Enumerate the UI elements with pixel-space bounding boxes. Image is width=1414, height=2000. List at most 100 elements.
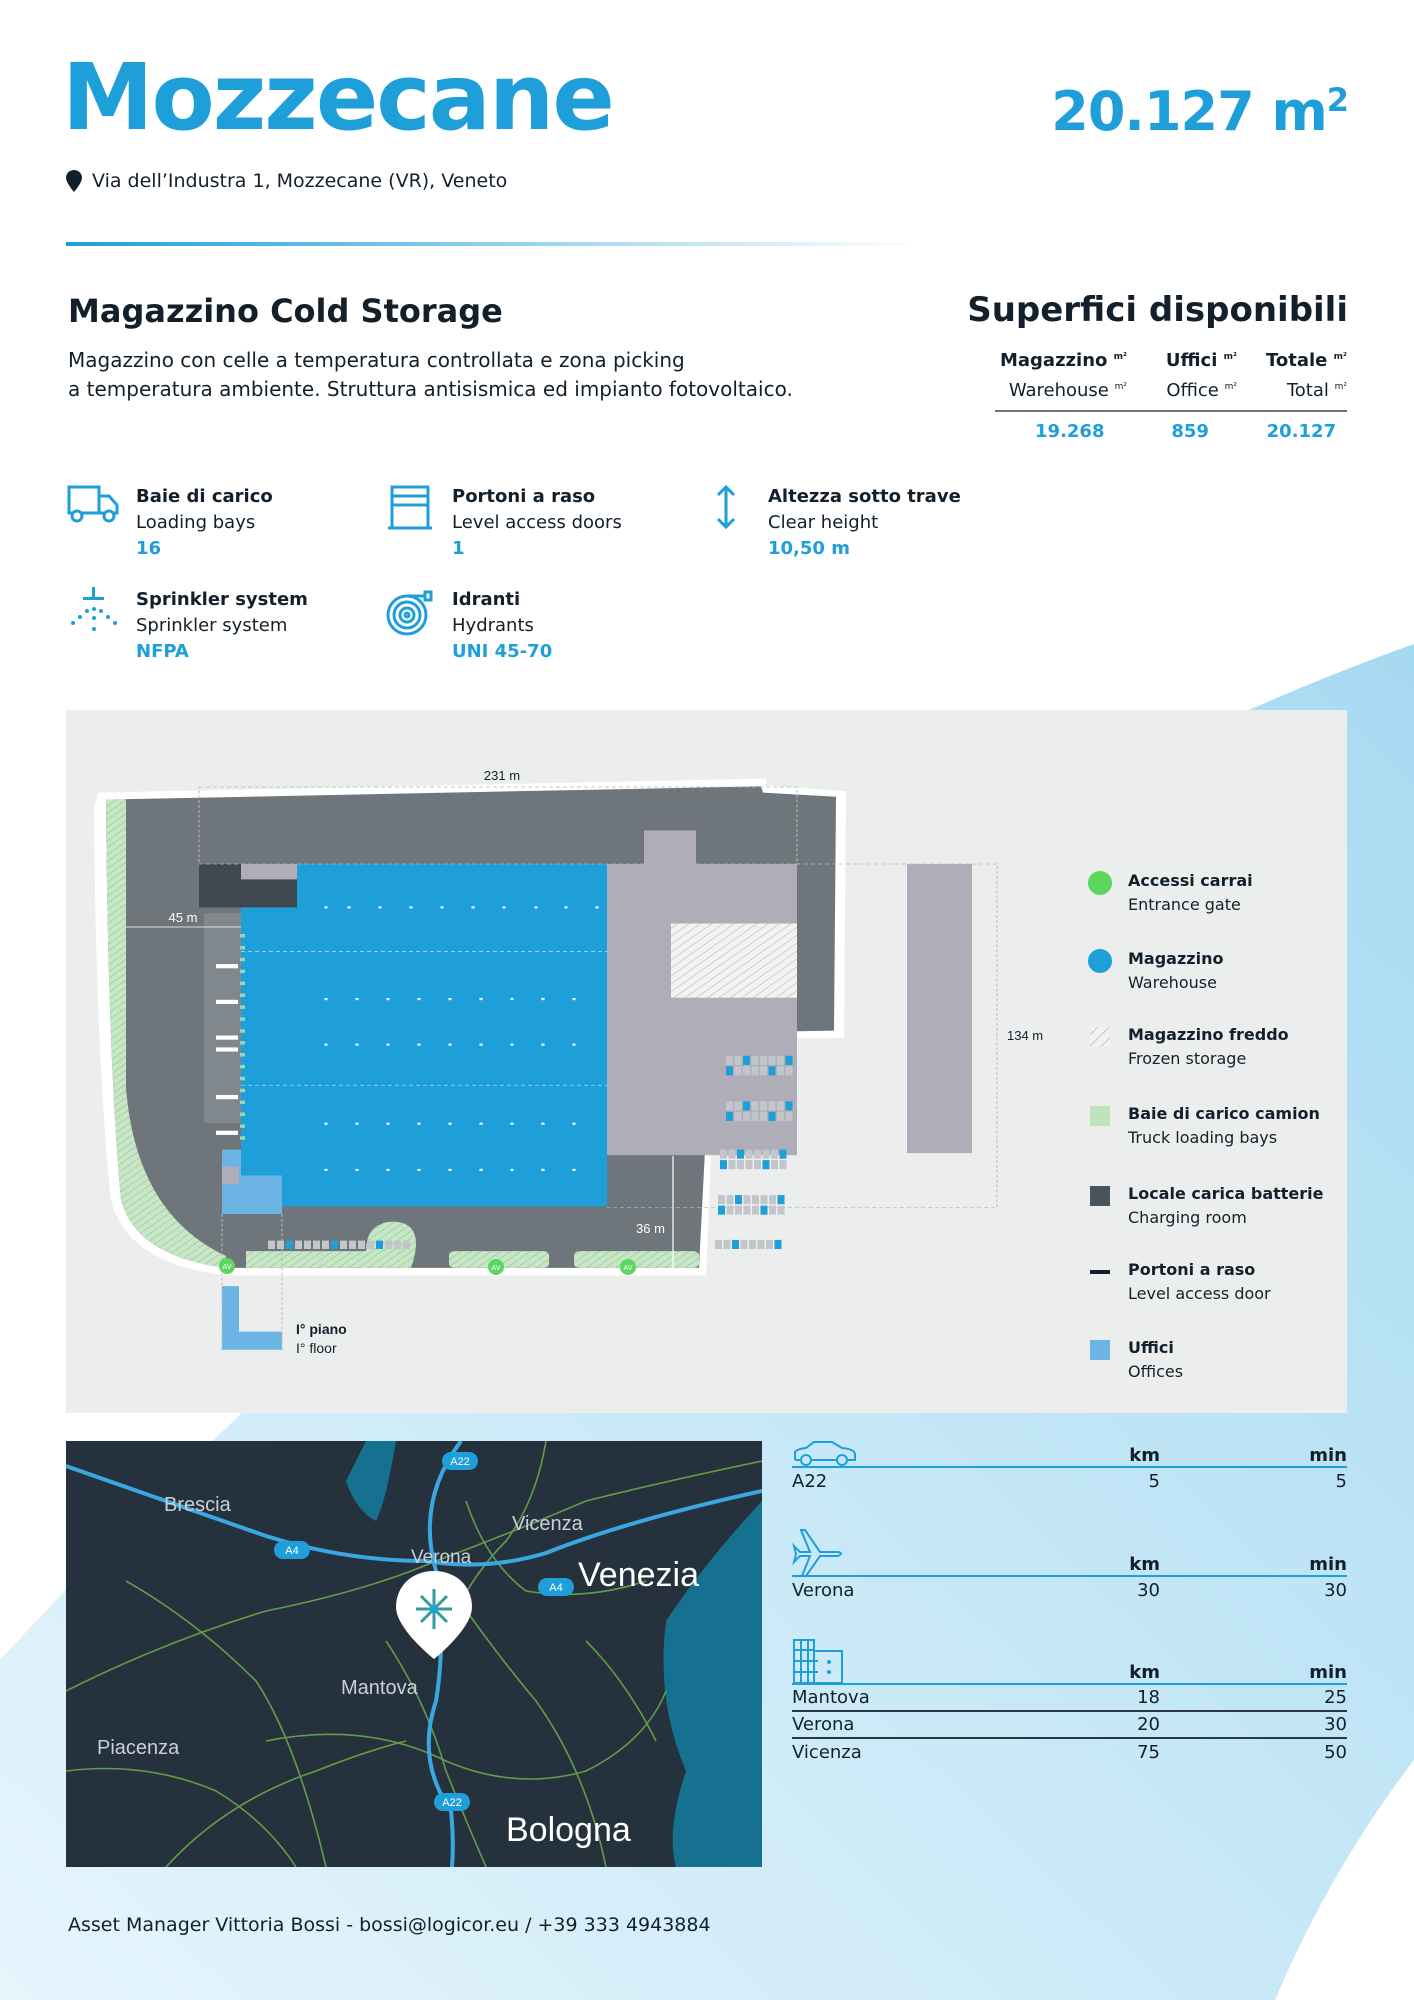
lake [346, 1441, 396, 1521]
parking-space [777, 1055, 784, 1065]
green-area-bottom [246, 1221, 416, 1268]
parking-space [732, 1239, 739, 1249]
feature-value: 1 [452, 538, 465, 559]
rack-dot [448, 1168, 452, 1171]
loading-bay [216, 1130, 238, 1135]
feature-label: Baie di carico [136, 486, 273, 507]
adjacent-building [907, 864, 972, 1154]
parking-space [728, 1160, 736, 1170]
parking-space [743, 1111, 750, 1121]
hydrant-icon [386, 590, 433, 636]
rack-dot [572, 1122, 576, 1125]
site-plan-drawing: 231 m 134 m 45 m 36 m I° piano I° floor … [94, 768, 1043, 1356]
parking-space [743, 1066, 750, 1076]
first-floor-label-en: I° floor [296, 1340, 337, 1356]
road-label: A22 [442, 1797, 462, 1809]
location-pin-icon [66, 170, 82, 192]
dock-door [240, 1064, 245, 1069]
address: Via dell’Industra 1, Mozzecane (VR), Ven… [66, 170, 507, 192]
road-label: A4 [549, 1582, 562, 1594]
first-floor-label: I° piano [296, 1321, 347, 1337]
legend-label: Baie di carico camion [1128, 1104, 1320, 1123]
rack-dot [324, 1043, 328, 1046]
dock-door [240, 945, 245, 950]
parking-space [785, 1101, 793, 1111]
rack-dot [324, 1122, 328, 1125]
green-area-left [106, 798, 226, 1268]
surfaces-table: Magazzino m² Uffici m² Totale m² Warehou… [995, 344, 1347, 445]
rack-dot [324, 998, 328, 1001]
destination: Verona [792, 1714, 855, 1735]
parking-space [760, 1205, 768, 1215]
km-value: 20 [1137, 1714, 1160, 1735]
city-label: Piacenza [97, 1737, 180, 1759]
feature-label: Idranti [452, 589, 521, 610]
rack-dot [386, 1122, 390, 1125]
city-label: Mantova [341, 1677, 419, 1699]
map-drawing: Brescia Vicenza Verona Venezia Mantova P… [66, 1441, 762, 1867]
legend-label-en: Entrance gate [1128, 895, 1241, 914]
rack-dot [324, 906, 328, 909]
parking-space [752, 1205, 759, 1215]
parking-space [277, 1240, 284, 1249]
area-unit-sup: 2 [1326, 81, 1349, 119]
parking-space [304, 1240, 311, 1249]
parking-space [769, 1195, 776, 1205]
parking-space [720, 1149, 727, 1159]
parking-space [777, 1195, 785, 1205]
parking-space [749, 1239, 756, 1249]
rack-dot [479, 1043, 483, 1046]
parking-space [718, 1195, 725, 1205]
address-text: Via dell’Industra 1, Mozzecane (VR), Ven… [92, 170, 508, 192]
rack-dots [324, 906, 599, 1171]
gate-icon [620, 1259, 636, 1275]
loading-bays [216, 934, 245, 1140]
green-area-bottom [574, 1251, 699, 1268]
truck-apron [204, 913, 241, 1123]
city-label: Bologna [506, 1811, 631, 1849]
loading-bay [216, 1047, 238, 1052]
min-value: 25 [1324, 1687, 1347, 1708]
parking-space [723, 1239, 731, 1249]
parking-space [751, 1111, 759, 1121]
parking-space [751, 1066, 759, 1076]
rack-dot [510, 998, 514, 1001]
parking-space [268, 1240, 275, 1249]
parking-space [774, 1239, 782, 1249]
gate-icon [488, 1259, 504, 1275]
hatch-swatch-icon [1090, 1027, 1110, 1047]
min-value: 50 [1324, 1742, 1347, 1763]
legend-label: Accessi carrai [1128, 871, 1253, 890]
destination: Mantova [792, 1687, 870, 1708]
parking-space [777, 1101, 784, 1111]
swatch-icon [1090, 1106, 1110, 1126]
plan-shapes [94, 778, 998, 1350]
dock-door [240, 1136, 245, 1140]
legend-label: Uffici [1128, 1338, 1174, 1357]
parking-space [751, 1055, 759, 1065]
parking-space [762, 1149, 770, 1159]
sea [663, 1501, 762, 1867]
col-header: Office m² [1166, 380, 1237, 401]
gate-glyph: AV [222, 1263, 231, 1271]
parking-space [779, 1149, 787, 1159]
rack-dot [378, 906, 382, 909]
parking-space [771, 1149, 778, 1159]
page-title: Mozzecane [62, 44, 615, 151]
frozen-storage [671, 923, 797, 998]
rack-dot [355, 998, 359, 1001]
parking-space [734, 1101, 742, 1111]
parking-space [771, 1160, 778, 1170]
parking-space [785, 1066, 793, 1076]
